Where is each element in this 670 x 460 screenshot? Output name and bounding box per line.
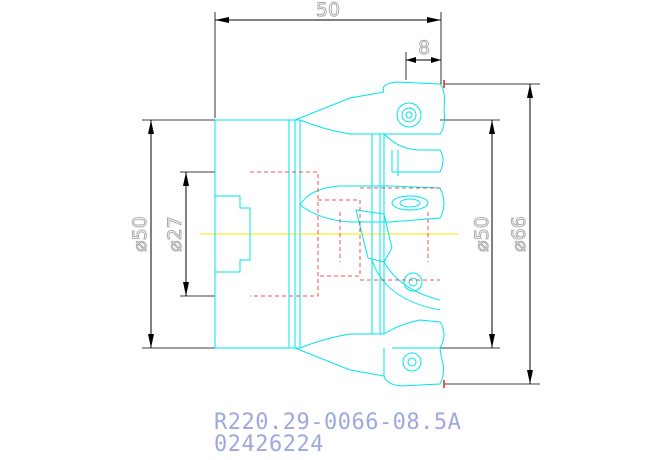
dimension-body-diameter: ⌀50 [129,119,215,349]
dimension-overall-length: 50 [214,0,442,118]
middle-insert [299,185,445,311]
part-code: 02426224 [214,432,324,457]
cutter-body-outline [214,91,385,377]
dimension-overall-length-label: 50 [316,0,340,21]
dimension-cutter-outer-diameter-label: ⌀66 [508,216,530,252]
dimension-bore-diameter-label: ⌀27 [164,216,186,252]
dimension-cutter-inner-diameter-label: ⌀50 [471,216,493,252]
dimension-cutter-outer-diameter: ⌀66 [444,83,540,385]
bottom-insert [383,319,445,387]
dimension-flange-width: 8 [405,37,441,80]
dimension-bore-diameter: ⌀27 [164,171,215,297]
hidden-bore-lines [250,171,440,297]
title-block: R220.29-0066-08.5A 02426224 [214,412,461,456]
dimension-flange-width-label: 8 [418,37,430,59]
part-number: R220.29-0066-08.5A [214,410,462,435]
dimension-body-diameter-label: ⌀50 [129,216,151,252]
dimension-cutter-inner-diameter: ⌀50 [440,119,500,349]
top-insert [382,81,445,176]
